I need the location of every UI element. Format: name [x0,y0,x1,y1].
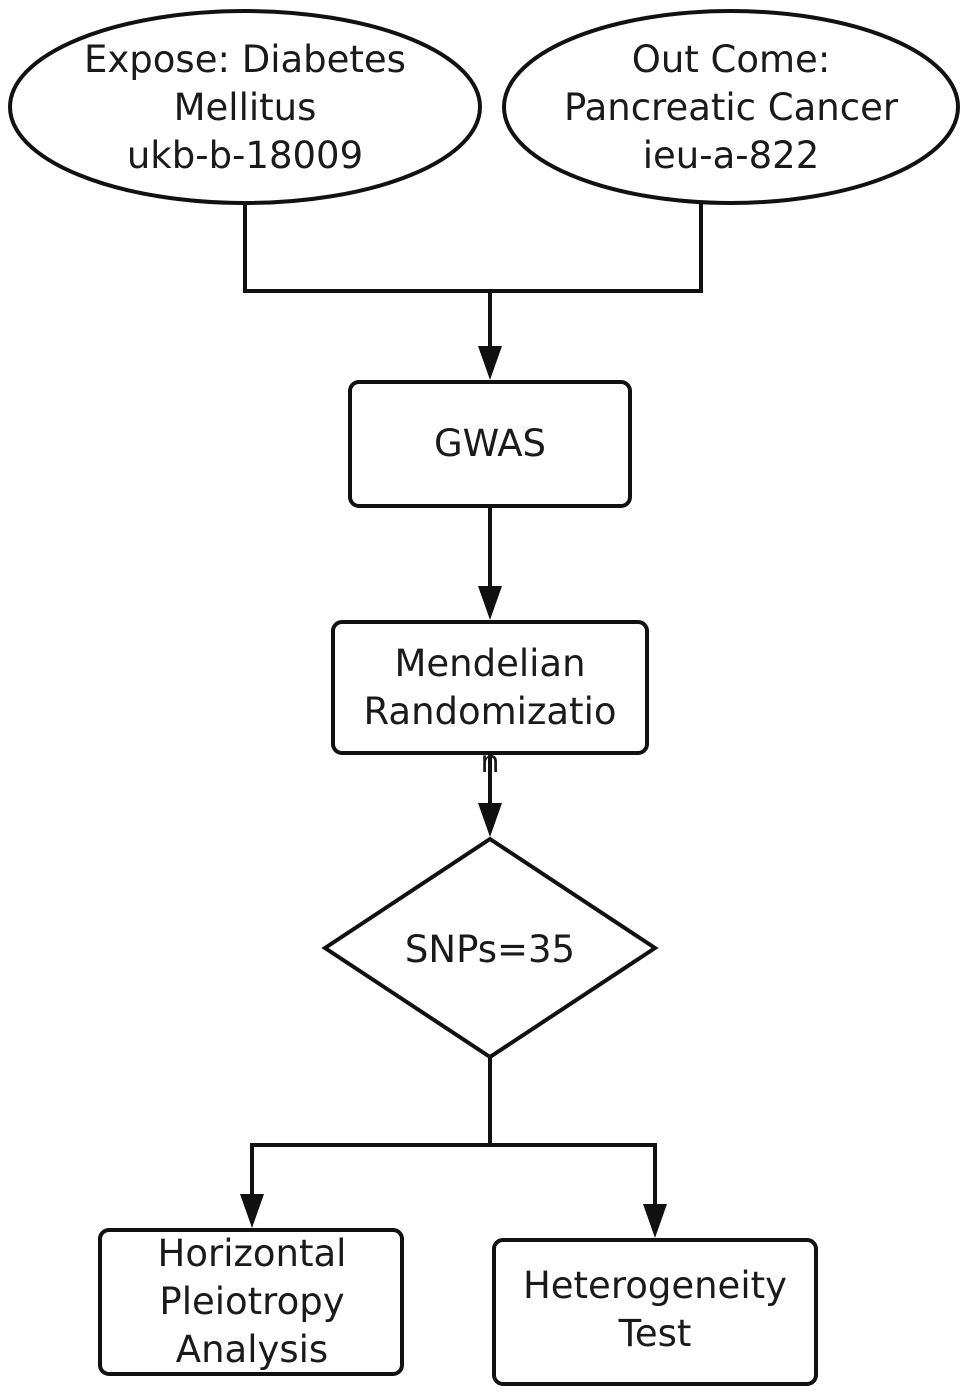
snps-diamond [321,836,659,1060]
pleiotropy-node: Horizontal Pleiotropy Analysis [98,1228,404,1376]
arrowhead-heterogeneity [643,1204,667,1238]
connector-snps-to-branches [250,1057,492,1196]
outcome-node: Out Come: Pancreatic Cancer ieu-a-822 [502,9,960,205]
mr-label-line-2: Randomizatio [364,690,617,733]
connectors [240,200,703,1238]
pleiotropy-label-line-2: Pleiotropy [159,1280,344,1323]
exposure-ellipse [8,9,482,205]
exposure-label-line-2: Mellitus [174,86,317,129]
mr-node: Mendelian Randomizatio n [331,620,649,780]
gwas-label: GWAS [434,422,546,465]
outcome-label-line-1: Out Come: [632,38,831,81]
arrowhead-snps [478,803,502,837]
arrowhead-mr [478,586,502,620]
outcome-ellipse [502,9,960,205]
heterogeneity-label-line-1: Heterogeneity [523,1264,787,1307]
mr-label-line-3: n [480,745,499,780]
snps-label: SNPs=35 [405,928,575,971]
exposure-label-line-1: Expose: Diabetes [84,38,406,81]
arrowhead-gwas [478,346,502,380]
pleiotropy-label-line-1: Horizontal [158,1232,347,1275]
gwas-box [348,380,632,508]
exposure-label-line-3: ukb-b-18009 [127,134,363,177]
mr-label-line-1: Mendelian [394,642,585,685]
exposure-node: Expose: Diabetes Mellitus ukb-b-18009 [8,9,482,205]
pleiotropy-label-line-3: Analysis [176,1328,328,1371]
heterogeneity-label-line-2: Test [618,1312,692,1355]
mr-box [331,620,649,755]
arrowhead-pleiotropy [240,1194,264,1228]
connector-exposure-to-merge [243,200,490,293]
heterogeneity-node: Heterogeneity Test [492,1238,818,1386]
pleiotropy-box [98,1228,404,1376]
outcome-label-line-2: Pancreatic Cancer [564,86,899,129]
connector-snps-to-heterogeneity [490,1143,657,1206]
gwas-node: GWAS [348,380,632,508]
heterogeneity-box [492,1238,818,1386]
outcome-label-line-3: ieu-a-822 [643,134,820,177]
snps-node: SNPs=35 [321,836,659,1060]
connector-outcome-to-merge [490,200,703,293]
